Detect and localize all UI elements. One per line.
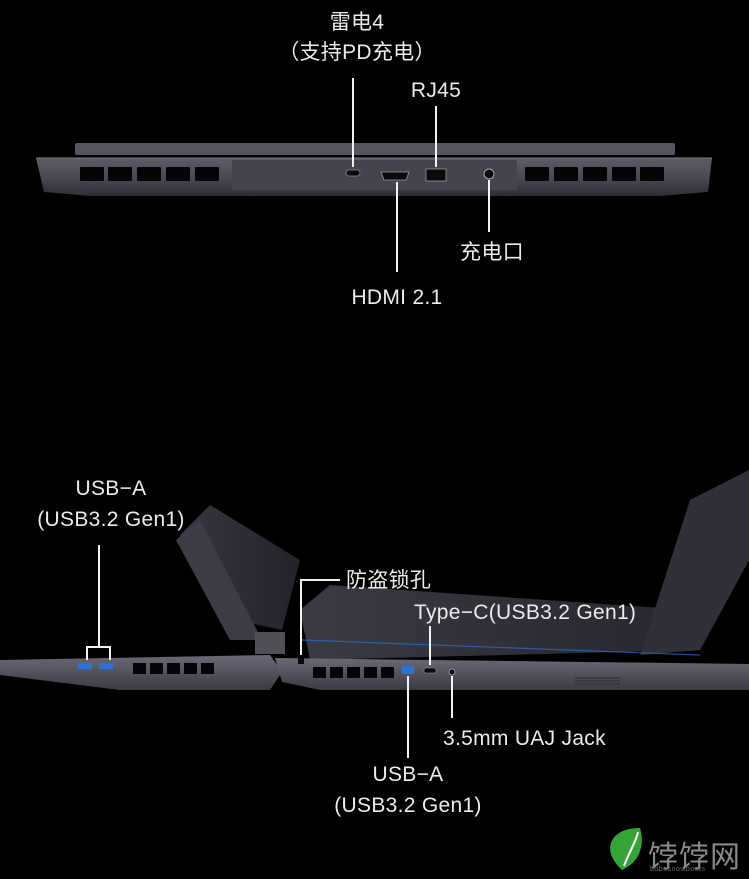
typec-label: Type−C(USB3.2 Gen1) [414, 601, 637, 624]
lock-slot-label: 防盗锁孔 [346, 569, 432, 592]
rear-left-vents [80, 167, 219, 181]
usb-a-right-label: USB−A [372, 763, 444, 786]
right-laptop-body [275, 658, 749, 690]
rear-laptop [36, 143, 712, 196]
thunderbolt-label: 雷电4 [329, 11, 385, 34]
usb-a-right-sublabel: (USB3.2 Gen1) [334, 794, 482, 817]
charge-port [483, 168, 495, 180]
hdmi-port [380, 171, 410, 181]
right-side-grille [575, 677, 620, 685]
watermark-logo [610, 828, 642, 870]
rj45-port [425, 168, 447, 182]
usb-a-left-sublabel: (USB3.2 Gen1) [37, 508, 185, 531]
usb-a-right-port [402, 666, 414, 674]
side-laptops [0, 470, 749, 690]
watermark: 饽饽网 bobosnowboots [596, 828, 746, 876]
left-side-vents [133, 663, 214, 674]
right-side-vents [313, 667, 394, 678]
rear-port-panel [232, 160, 517, 190]
rear-lid-edge [75, 143, 675, 155]
charge-port-label: 充电口 [460, 241, 524, 264]
thunderbolt-sublabel: （支持PD充电） [278, 41, 436, 64]
rear-right-vents [525, 167, 664, 181]
watermark-text: 饽饽网 [648, 840, 741, 875]
audio-jack-label: 3.5mm UAJ Jack [443, 727, 606, 750]
usb-a-left-port-2 [99, 663, 113, 669]
audio-jack [448, 668, 456, 676]
typec-port [423, 667, 437, 674]
hdmi-label: HDMI 2.1 [351, 286, 443, 309]
thunderbolt-port [345, 169, 361, 177]
rj45-label: RJ45 [410, 79, 462, 102]
usb-a-left-port-1 [78, 663, 92, 669]
lock-callout [300, 579, 340, 655]
usb-a-left-label: USB−A [75, 477, 147, 500]
watermark-subtext: bobosnowboots [650, 866, 706, 873]
lock-slot [298, 658, 304, 664]
callout-lines [86, 78, 490, 758]
